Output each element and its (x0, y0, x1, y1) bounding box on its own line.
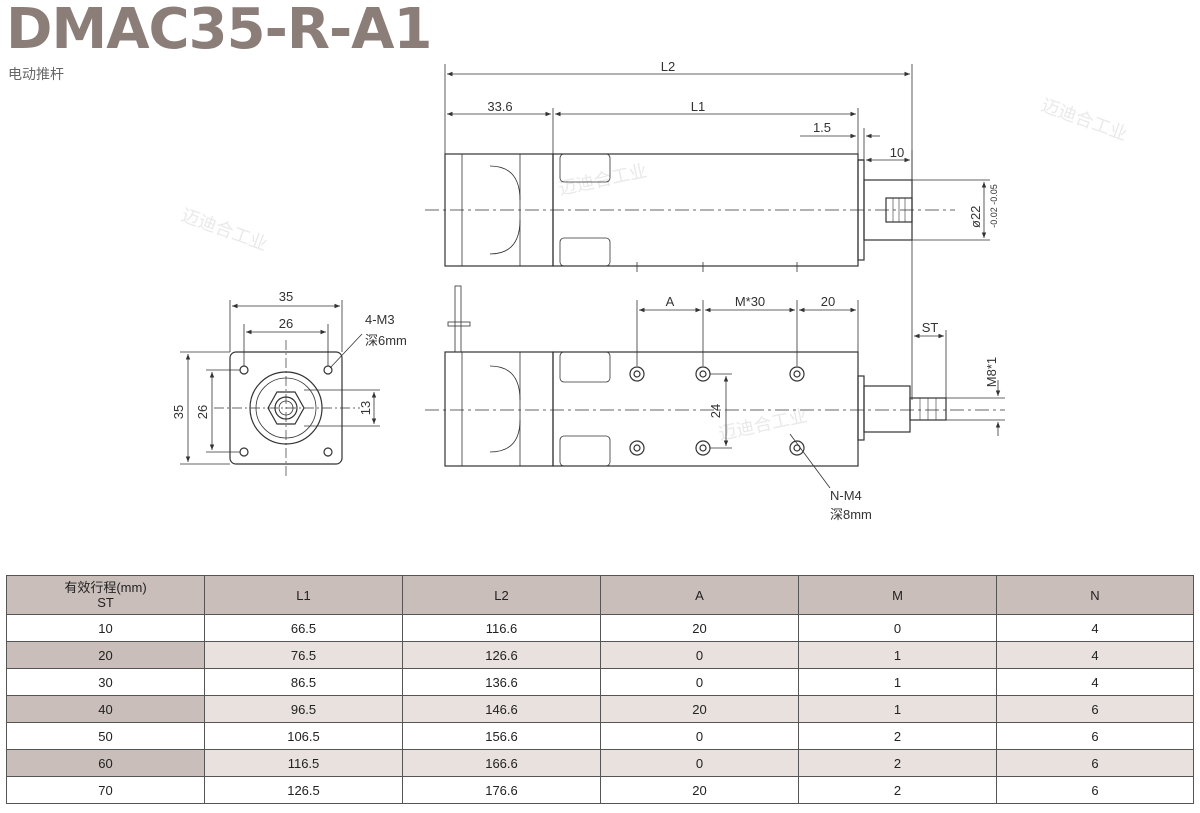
dim-24: 24 (708, 404, 723, 418)
cell-a: 0 (600, 641, 799, 669)
watermark-group: 迈迪合工业 迈迪合工业 迈迪合工业 迈迪合工业 (178, 95, 1130, 445)
cell-m: 1 (798, 668, 997, 696)
svg-text:迈迪合工业: 迈迪合工业 (1038, 95, 1130, 146)
svg-text:迈迪合工业: 迈迪合工业 (717, 406, 809, 445)
cell-l1: 76.5 (204, 641, 403, 669)
product-title: DMAC35-R-A1 (6, 0, 432, 62)
dim-phi22: ø22 (968, 206, 983, 228)
product-subtitle: 电动推杆 (8, 66, 64, 82)
top-view-dimensions (444, 64, 990, 241)
dim-m30: M*30 (735, 294, 765, 309)
cell-m: 2 (798, 749, 997, 777)
header-stroke-st: ST (97, 595, 114, 610)
dim-l2: L2 (661, 59, 675, 74)
cell-st: 50 (6, 722, 205, 750)
cell-l2: 156.6 (402, 722, 601, 750)
dim-l1: L1 (691, 99, 705, 114)
end-view-dimensions (180, 300, 380, 465)
header-l1: L1 (204, 575, 403, 615)
table-row: 70 126.5 176.6 20 2 6 (6, 776, 1194, 804)
top-view (425, 153, 955, 272)
cell-l2: 136.6 (402, 668, 601, 696)
cell-st: 60 (6, 749, 205, 777)
header-l2: L2 (402, 575, 601, 615)
dim-35-side: 35 (171, 405, 186, 419)
dim-10: 10 (890, 145, 904, 160)
cell-st: 40 (6, 695, 205, 723)
cell-l1: 116.5 (204, 749, 403, 777)
cell-n: 6 (996, 749, 1194, 777)
dim-26-side: 26 (195, 405, 210, 419)
cell-m: 0 (798, 614, 997, 642)
spec-table: 有效行程(mm) ST L1 L2 A M N 10 66.5 116.6 20… (6, 575, 1194, 804)
dim-st: ST (922, 320, 939, 335)
header-m: M (798, 575, 997, 615)
dim-a: A (666, 294, 675, 309)
header-stroke-label: 有效行程(mm) (64, 580, 147, 595)
cell-l1: 86.5 (204, 668, 403, 696)
side-view-dimensions (636, 240, 1005, 489)
cell-st: 10 (6, 614, 205, 642)
cell-l2: 146.6 (402, 695, 601, 723)
table-row: 20 76.5 126.6 0 1 4 (6, 641, 1194, 669)
label-m4-depth: 深8mm (830, 507, 872, 522)
cell-m: 1 (798, 641, 997, 669)
cell-l1: 66.5 (204, 614, 403, 642)
cell-st: 20 (6, 641, 205, 669)
cell-st: 70 (6, 776, 205, 804)
table-row: 60 116.5 166.6 0 2 6 (6, 749, 1194, 777)
cell-n: 4 (996, 641, 1194, 669)
cell-a: 0 (600, 668, 799, 696)
cell-l2: 116.6 (402, 614, 601, 642)
label-m3: 4-M3 (365, 312, 395, 327)
end-view (214, 340, 360, 476)
cell-st: 30 (6, 668, 205, 696)
side-view (425, 285, 1005, 467)
cell-a: 20 (600, 776, 799, 804)
cell-l2: 166.6 (402, 749, 601, 777)
dim-20: 20 (821, 294, 835, 309)
table-row: 40 96.5 146.6 20 1 6 (6, 695, 1194, 723)
svg-text:迈迪合工业: 迈迪合工业 (557, 161, 649, 200)
dim-15: 1.5 (813, 120, 831, 135)
cell-l1: 106.5 (204, 722, 403, 750)
cell-n: 4 (996, 614, 1194, 642)
cell-m: 2 (798, 776, 997, 804)
dim-336: 33.6 (487, 99, 512, 114)
cell-a: 20 (600, 614, 799, 642)
cell-n: 4 (996, 668, 1194, 696)
dim-13: 13 (358, 401, 373, 415)
cell-a: 0 (600, 749, 799, 777)
header-stroke: 有效行程(mm) ST (6, 575, 205, 615)
label-m4: N-M4 (830, 488, 862, 503)
cell-l2: 176.6 (402, 776, 601, 804)
table-row: 10 66.5 116.6 20 0 4 (6, 614, 1194, 642)
header-n: N (996, 575, 1194, 615)
dim-26-top: 26 (279, 316, 293, 331)
cell-m: 2 (798, 722, 997, 750)
dim-m8: M8*1 (984, 357, 999, 387)
cell-l1: 126.5 (204, 776, 403, 804)
cell-n: 6 (996, 722, 1194, 750)
cell-l1: 96.5 (204, 695, 403, 723)
svg-text:迈迪合工业: 迈迪合工业 (178, 205, 270, 256)
cell-l2: 126.6 (402, 641, 601, 669)
cell-n: 6 (996, 776, 1194, 804)
label-m3-depth: 深6mm (365, 333, 407, 348)
table-row: 50 106.5 156.6 0 2 6 (6, 722, 1194, 750)
dim-35-top: 35 (279, 289, 293, 304)
cell-a: 0 (600, 722, 799, 750)
cell-n: 6 (996, 695, 1194, 723)
technical-drawing: 迈迪合工业 迈迪合工业 迈迪合工业 迈迪合工业 (171, 59, 1130, 522)
table-row: 30 86.5 136.6 0 1 4 (6, 668, 1194, 696)
cell-m: 1 (798, 695, 997, 723)
table-header-row: 有效行程(mm) ST L1 L2 A M N (6, 575, 1194, 615)
cell-a: 20 (600, 695, 799, 723)
dim-phi22-tolerance: -0.02 -0.05 (989, 184, 999, 228)
header-a: A (600, 575, 799, 615)
